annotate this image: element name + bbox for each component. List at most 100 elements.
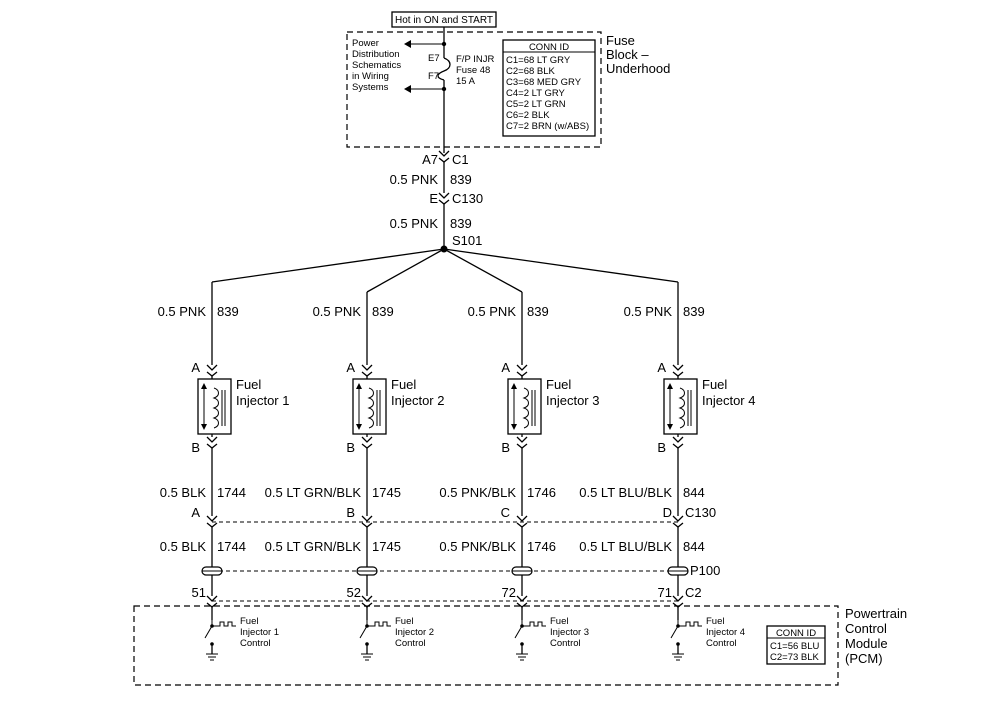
- injector-connector-a: [361, 364, 373, 377]
- splice-branch-4: [443, 248, 679, 283]
- injector-feed-color: 0.5 PNK: [624, 304, 673, 319]
- fuse-conn-row: C1=68 LT GRY: [506, 55, 571, 66]
- injector-connector-a: [206, 364, 218, 377]
- pcm-outline: [133, 605, 839, 686]
- pcm-conn-row: C1=56 BLU: [770, 641, 820, 652]
- c2-label: C2: [685, 585, 702, 600]
- fuse-conn-row: C3=68 MED GRY: [506, 77, 582, 88]
- fuse-name-3: 15 A: [456, 76, 476, 87]
- control-label-1: Fuel: [240, 616, 258, 627]
- fuse-symbol: [437, 57, 451, 81]
- pcm-title-4: (PCM): [845, 651, 883, 666]
- control-label-3: Control: [240, 638, 271, 649]
- injector-feed-color: 0.5 PNK: [313, 304, 362, 319]
- c130-connector: [516, 515, 528, 528]
- splice-label: S101: [452, 233, 482, 248]
- injector-column-4: 0.5 PNK 839 A Fuel Injector 4 B 0.5 LT B…: [579, 282, 755, 661]
- fuse-pin-e7: E7: [428, 53, 440, 64]
- injector-name-2: Injector 4: [702, 393, 755, 408]
- c130-pin: C: [501, 505, 510, 520]
- pcm-wire-circuit: 1744: [217, 539, 246, 554]
- power-dist-line-1: Power: [352, 38, 379, 49]
- injector-out-circuit: 1745: [372, 485, 401, 500]
- injector-pin-b: B: [657, 440, 666, 455]
- fuse-conn-row: C4=2 LT GRY: [506, 88, 566, 99]
- pcm-wire-circuit: 1746: [527, 539, 556, 554]
- pcm-pin: 52: [347, 585, 361, 600]
- fuse-conn-row: C7=2 BRN (w/ABS): [506, 121, 589, 132]
- connector-c130-feed-symbol: [438, 192, 450, 205]
- injector-coil-icon: [367, 387, 374, 429]
- injector-connector-a: [516, 364, 528, 377]
- control-label-1: Fuel: [550, 616, 568, 627]
- control-label-3: Control: [706, 638, 737, 649]
- injector-name-2: Injector 1: [236, 393, 289, 408]
- injector-pin-b: B: [191, 440, 200, 455]
- c130-label: C130: [685, 505, 716, 520]
- fuse-conn-row: C6=2 BLK: [506, 110, 550, 121]
- splice-branch-1: [211, 248, 445, 283]
- injector-coil-icon: [212, 387, 219, 429]
- power-arrow-bottom-head: [404, 85, 411, 93]
- pcm-conn-row: C2=73 BLK: [770, 652, 820, 663]
- injector-pin-b: B: [346, 440, 355, 455]
- driver-waveform-icon: [677, 620, 702, 627]
- pcm-title-1: Powertrain: [845, 606, 907, 621]
- injector-feed-circuit: 839: [683, 304, 705, 319]
- pcm-pin: 71: [658, 585, 672, 600]
- feed-wire-2-color: 0.5 PNK: [390, 216, 439, 231]
- injector-name-1: Fuel: [546, 377, 571, 392]
- c1-label: C1: [452, 152, 469, 167]
- injector-name-1: Fuel: [702, 377, 727, 392]
- fuse-block-outline: [346, 31, 602, 148]
- injector-out-circuit: 1746: [527, 485, 556, 500]
- control-label-2: Injector 3: [550, 627, 589, 638]
- fuse-conn-id-table: [502, 39, 596, 137]
- injector-coil-icon: [522, 387, 529, 429]
- hot-in-label: Hot in ON and START: [395, 15, 493, 26]
- c130-pin: B: [346, 505, 355, 520]
- injector-connector-a: [672, 364, 684, 377]
- c130-connector: [361, 515, 373, 528]
- c130-pin: A: [191, 505, 200, 520]
- c130-pin: D: [663, 505, 672, 520]
- fuse-conn-row: C5=2 LT GRN: [506, 99, 566, 110]
- injector-feed-circuit: 839: [217, 304, 239, 319]
- feed-wire-1-color: 0.5 PNK: [390, 172, 439, 187]
- power-arrow-top-head: [404, 40, 411, 48]
- pcm-title-2: Control: [845, 621, 887, 636]
- control-label-1: Fuel: [395, 616, 413, 627]
- c130-feed-label: C130: [452, 191, 483, 206]
- pcm-title-3: Module: [845, 636, 888, 651]
- feed-wire-1-circuit: 839: [450, 172, 472, 187]
- fuse-top-node: [441, 41, 447, 47]
- pcm-wire-circuit: 844: [683, 539, 705, 554]
- injector-pin-a: A: [501, 360, 510, 375]
- pcm-wire-color: 0.5 BLK: [160, 539, 207, 554]
- injector-coil-icon: [678, 387, 685, 429]
- injector-pin-a: A: [657, 360, 666, 375]
- splice-branch-2: [366, 248, 445, 293]
- driver-switch-icon: [359, 625, 368, 639]
- fuse-name-1: F/P INJR: [456, 54, 494, 65]
- pcm-wire-circuit: 1745: [372, 539, 401, 554]
- injector-pin-a: A: [191, 360, 200, 375]
- injector-column-1: 0.5 PNK 839 A Fuel Injector 1 B 0.5 BLK …: [158, 282, 289, 661]
- injector-connector-b: [206, 436, 218, 449]
- power-dist-line-2: Distribution: [352, 49, 400, 60]
- control-label-3: Control: [395, 638, 426, 649]
- c130-feed-pin-label: E: [429, 191, 438, 206]
- c2-connector: [516, 595, 528, 608]
- driver-switch-icon: [204, 625, 213, 639]
- injector-out-color: 0.5 LT BLU/BLK: [579, 485, 672, 500]
- injector-name-1: Fuel: [391, 377, 416, 392]
- injector-feed-circuit: 839: [527, 304, 549, 319]
- pcm-conn-id-header: CONN ID: [776, 628, 816, 639]
- driver-waveform-icon: [211, 620, 236, 627]
- injector-connector-b: [672, 436, 684, 449]
- driver-switch-icon: [514, 625, 523, 639]
- injector-column-3: 0.5 PNK 839 A Fuel Injector 3 B 0.5 PNK/…: [439, 292, 599, 661]
- control-label-2: Injector 1: [240, 627, 279, 638]
- fuse-name-2: Fuse 48: [456, 65, 490, 76]
